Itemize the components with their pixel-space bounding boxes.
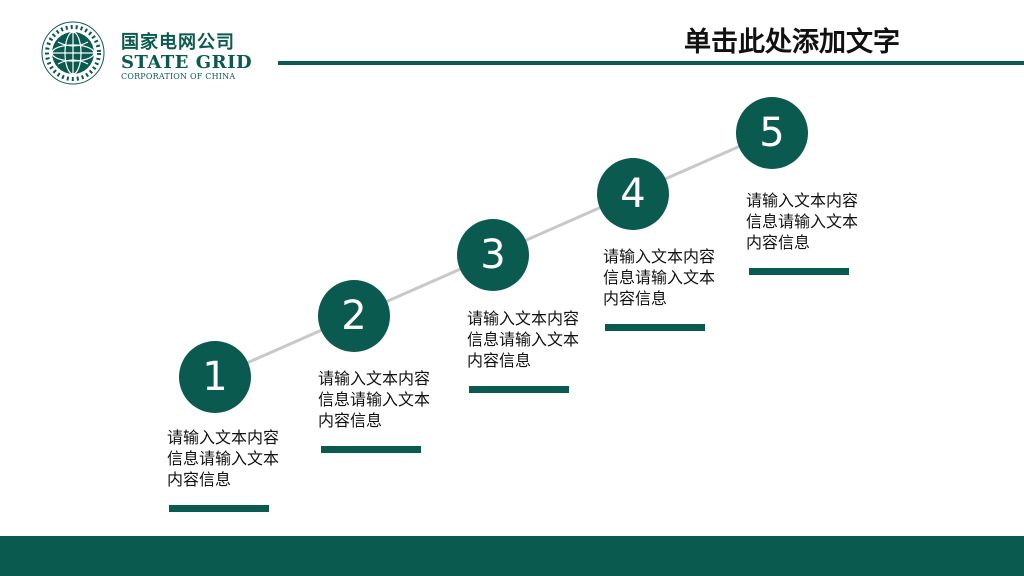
step-3-text[interactable]: 请输入文本内容信息请输入文本内容信息 — [467, 309, 580, 370]
step-4-circle: 4 — [597, 158, 669, 230]
step-2-text[interactable]: 请输入文本内容信息请输入文本内容信息 — [318, 369, 431, 430]
logo-chinese-name: 国家电网公司 — [121, 32, 235, 53]
step-4-bar — [605, 324, 705, 331]
step-3-circle: 3 — [457, 219, 529, 291]
step-2-circle: 2 — [318, 280, 390, 352]
step-2-bar — [321, 446, 421, 453]
logo-subtitle: CORPORATION OF CHINA — [121, 72, 236, 81]
step-5-bar — [749, 268, 849, 275]
footer-band — [0, 536, 1024, 576]
step-1-bar — [169, 505, 269, 512]
step-5-circle: 5 — [736, 97, 808, 169]
header-divider — [278, 61, 1024, 65]
step-5-text[interactable]: 请输入文本内容信息请输入文本内容信息 — [746, 191, 859, 252]
globe-logo-icon — [41, 21, 105, 85]
step-3-bar — [469, 386, 569, 393]
step-4-text[interactable]: 请输入文本内容信息请输入文本内容信息 — [603, 247, 716, 308]
slide-title[interactable]: 单击此处添加文字 — [684, 27, 900, 58]
logo-english-name: STATE GRID — [121, 52, 253, 73]
state-grid-logo: 国家电网公司 STATE GRID CORPORATION OF CHINA — [40, 20, 253, 86]
step-1-circle: 1 — [179, 341, 251, 413]
step-1-text[interactable]: 请输入文本内容信息请输入文本内容信息 — [167, 428, 280, 489]
